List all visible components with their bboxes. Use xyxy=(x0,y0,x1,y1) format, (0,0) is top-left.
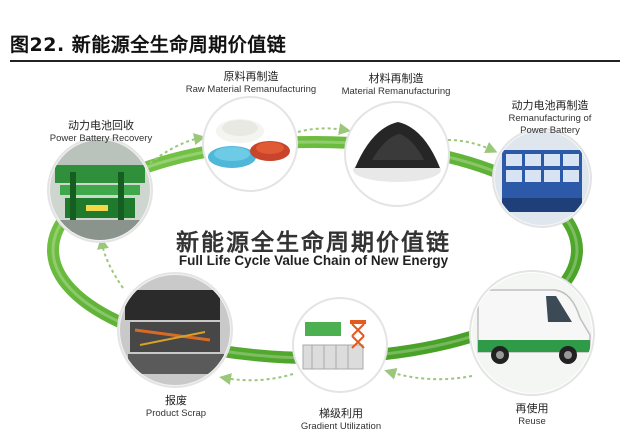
stage-label-material-remanufacturing: 材料再制造 Material Remanufacturing xyxy=(326,72,466,98)
stage-label-en: Raw Material Remanufacturing xyxy=(185,83,317,95)
center-title-cn: 新能源全生命周期价值链 xyxy=(176,230,451,256)
connector-arrow xyxy=(384,367,473,381)
center-title-en: Full Life Cycle Value Chain of New Energ… xyxy=(178,253,449,268)
stage-label-power-battery-recovery: 动力电池回收 Power Battery Recovery xyxy=(38,119,164,145)
figure-title: 图22. 新能源全生命周期价值链 xyxy=(10,34,287,56)
stage-label-power-battery-remanufacturing: 动力电池再制造 Remanufacturing of Power Battery xyxy=(490,99,610,137)
stage-image-product-scrap xyxy=(117,272,233,388)
connector-arrow xyxy=(149,133,206,164)
stage-label-en: Gradient Utilization xyxy=(300,420,382,432)
title-divider xyxy=(10,60,620,62)
stage-label-cn: 动力电池回收 xyxy=(68,119,134,132)
stage-label-product-scrap: 报废 Product Scrap xyxy=(136,394,216,420)
stage-label-en: Reuse xyxy=(518,415,546,427)
stage-label-en: Power Battery xyxy=(520,124,580,136)
stage-image-raw-material-remanufacturing xyxy=(202,96,298,192)
stage-label-raw-material-remanufacturing: 原料再制造 Raw Material Remanufacturing xyxy=(176,70,326,96)
stage-label-en: Product Scrap xyxy=(145,407,207,419)
stage-label-cn: 报废 xyxy=(165,394,187,407)
stage-label-gradient-utilization: 梯级利用 Gradient Utilization xyxy=(286,407,396,433)
stage-label-cn: 原料再制造 xyxy=(223,70,279,83)
stage-label-en: Power Battery Recovery xyxy=(49,132,153,144)
stage-image-power-battery-remanufacturing xyxy=(492,128,592,228)
stage-label-cn: 再使用 xyxy=(515,402,549,415)
stage-label-reuse: 再使用 Reuse xyxy=(492,402,572,428)
connector-arrow xyxy=(297,123,351,135)
stage-label-en: Material Remanufacturing xyxy=(341,85,451,97)
stage-image-gradient-utilization xyxy=(292,297,388,393)
stage-label-cn: 动力电池再制造 xyxy=(511,99,589,112)
stage-label-en: Remanufacturing of xyxy=(508,112,592,124)
stage-image-material-remanufacturing xyxy=(344,101,450,207)
stage-label-cn: 梯级利用 xyxy=(319,407,363,420)
connector-arrow xyxy=(219,373,294,385)
stage-label-cn: 材料再制造 xyxy=(368,72,424,85)
connector-arrow xyxy=(447,139,498,153)
stage-image-reuse xyxy=(469,270,595,396)
